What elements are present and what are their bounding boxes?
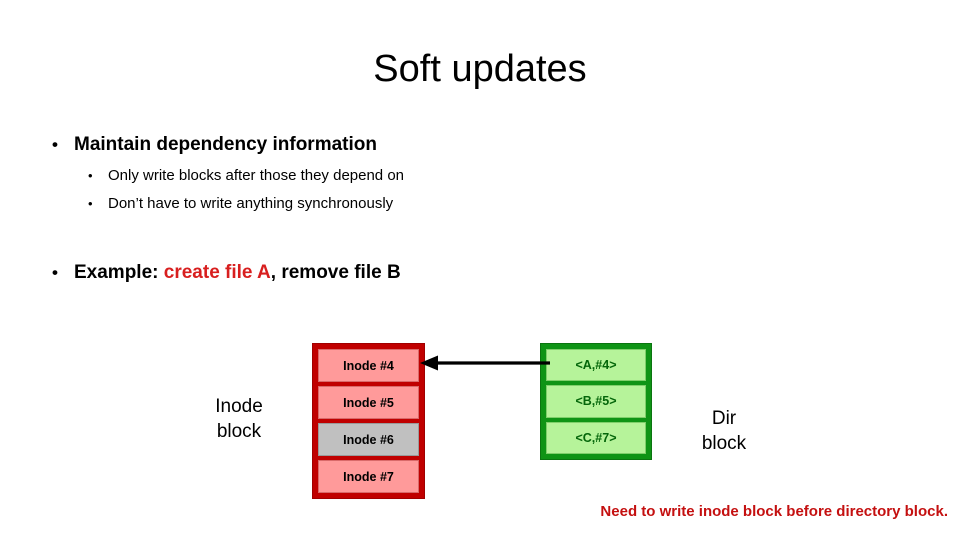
example-highlight: create file A bbox=[163, 262, 271, 283]
inode-caption-line-1: Inode bbox=[215, 396, 263, 417]
page-title: Soft updates bbox=[373, 48, 587, 90]
footer-note: Need to write inode block before directo… bbox=[600, 503, 948, 520]
dir-entry-b: <B,#5> bbox=[546, 385, 646, 418]
bullet-dont-have-to-write: • Don’t have to write anything synchrono… bbox=[88, 195, 393, 212]
bullet-text: Only write blocks after those they depen… bbox=[108, 167, 405, 184]
bullet-only-write-blocks: • Only write blocks after those they dep… bbox=[88, 167, 404, 184]
bullet-text: Don’t have to write anything synchronous… bbox=[108, 195, 394, 212]
dir-block: <A,#4> <B,#5> <C,#7> bbox=[540, 343, 652, 460]
dir-block-caption: Dir block bbox=[674, 406, 774, 456]
inode-caption-line-2: block bbox=[216, 421, 262, 443]
inode-block-caption: Inode block bbox=[186, 394, 292, 444]
dependency-arrow-icon bbox=[420, 355, 550, 371]
dir-entry-c: <C,#7> bbox=[546, 421, 646, 454]
inode-cell-4: Inode #4 bbox=[318, 349, 419, 382]
inode-cell-5: Inode #5 bbox=[318, 386, 419, 419]
example-suffix: , remove file B bbox=[270, 262, 401, 283]
inode-block: Inode #4 Inode #5 Inode #6 Inode #7 bbox=[312, 343, 425, 499]
bullet-maintain-dependency: • Maintain dependency information bbox=[52, 134, 377, 156]
bullet-text: Maintain dependency information bbox=[74, 134, 377, 155]
inode-cell-7: Inode #7 bbox=[318, 460, 419, 493]
example-prefix: Example: bbox=[74, 262, 164, 283]
bullet-example: • Example: create file A, remove file B bbox=[52, 262, 401, 284]
bullet-dot-icon: • bbox=[52, 263, 58, 282]
dir-caption-line-1: Dir bbox=[711, 408, 737, 429]
bullet-dot-icon: • bbox=[52, 135, 58, 154]
inode-cell-6: Inode #6 bbox=[318, 423, 419, 456]
bullet-dot-icon: • bbox=[88, 168, 93, 183]
bullet-dot-icon: • bbox=[88, 196, 93, 211]
dir-caption-line-2: block bbox=[701, 433, 747, 455]
dir-entry-a: <A,#4> bbox=[546, 349, 646, 382]
example-line: Example: create file A, remove file B bbox=[74, 262, 401, 284]
